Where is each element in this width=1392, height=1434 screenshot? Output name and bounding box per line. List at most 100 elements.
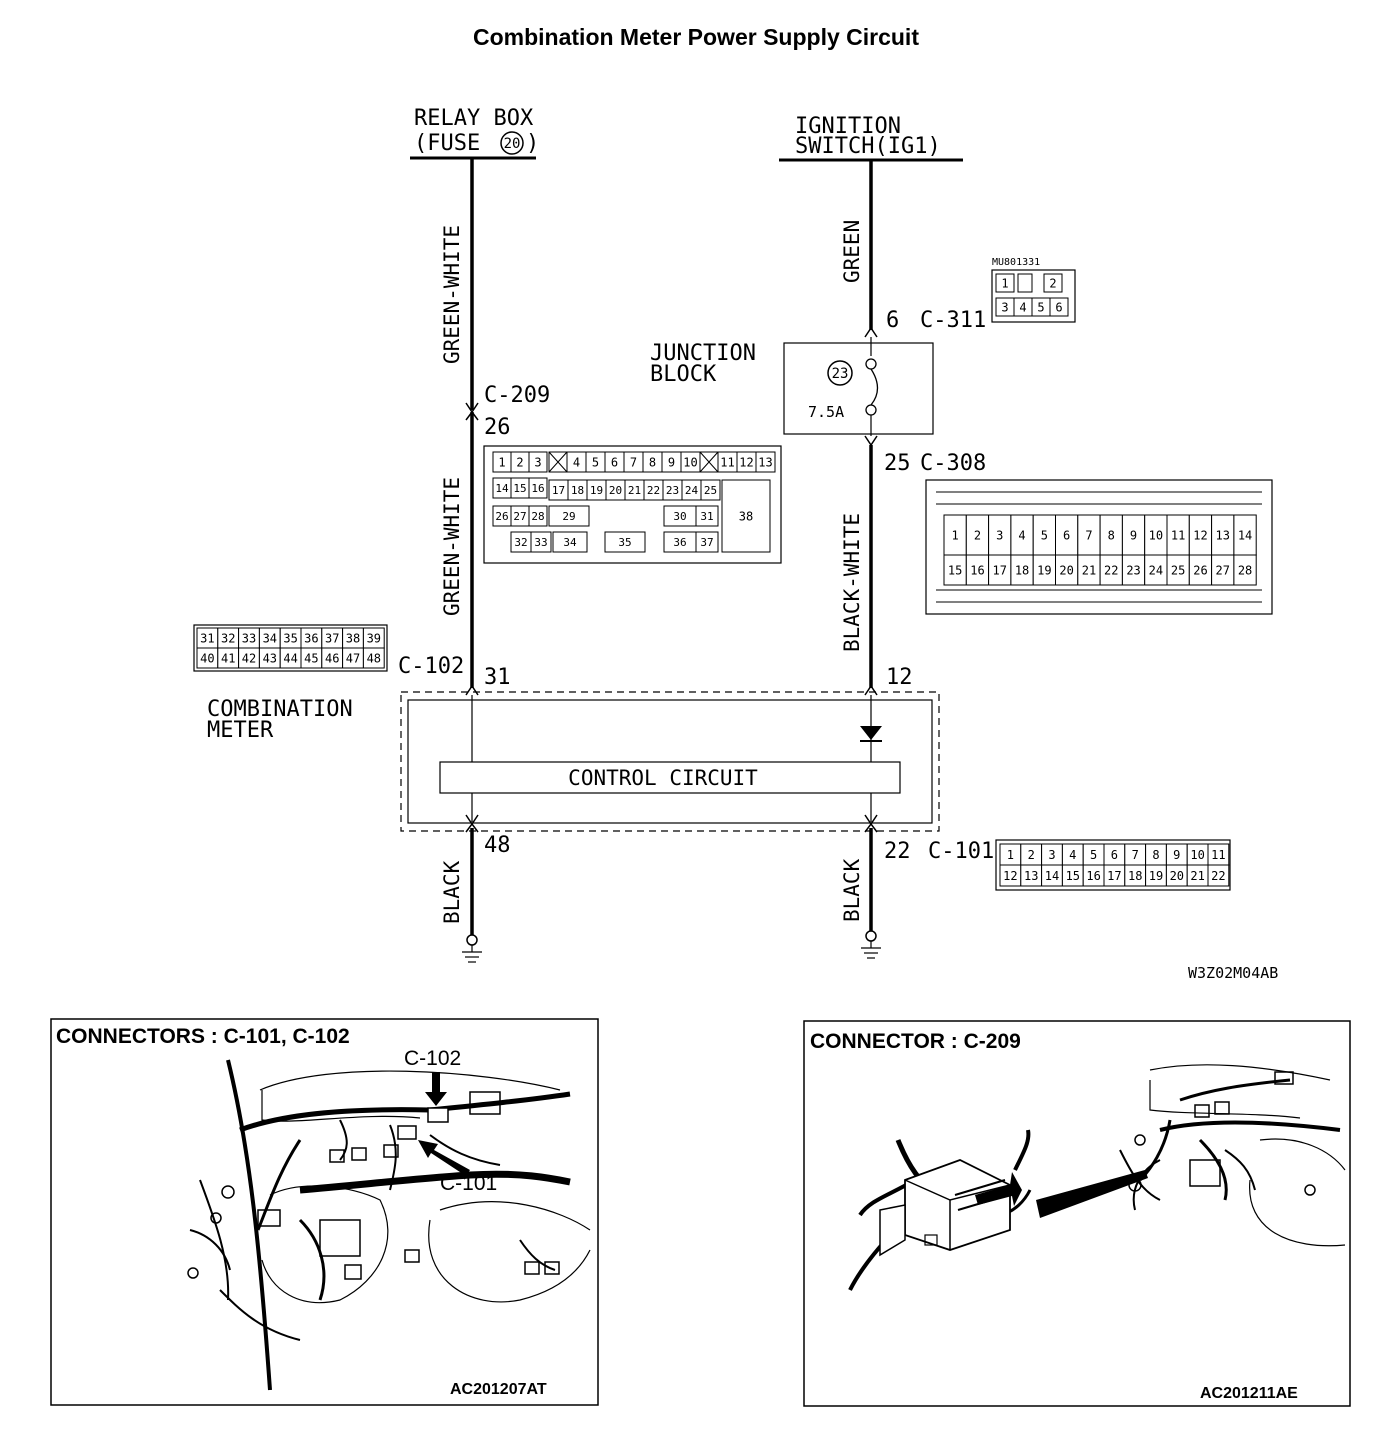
c209-pin-31-label: 31 bbox=[700, 510, 713, 523]
c209-pin-34-cell bbox=[552, 531, 588, 553]
c209-pin-7-label: 7 bbox=[630, 455, 637, 469]
c102-pointer-arrow-icon bbox=[425, 1072, 447, 1106]
right-ground-icon bbox=[861, 941, 881, 959]
c209-name-label: C-209 bbox=[484, 383, 550, 408]
junction-block-line1: JUNCTION bbox=[650, 341, 756, 366]
ignition-line1: IGNITION bbox=[795, 114, 901, 139]
c101-pin-22-cell bbox=[1207, 864, 1230, 887]
c308-pin-28-cell bbox=[1233, 554, 1257, 586]
c209-pin-29-cell bbox=[548, 505, 590, 527]
c308-pin-12-label: 12 bbox=[1193, 528, 1207, 542]
c308-pin-28-label: 28 bbox=[1238, 563, 1252, 577]
c101-outline bbox=[995, 839, 1231, 891]
wire-color-right-middle: BLACK-WHITE bbox=[840, 513, 864, 652]
c209-pin-38-label: 38 bbox=[739, 509, 753, 523]
relay-box-line2-prefix: (FUSE bbox=[414, 131, 480, 156]
c209-pin-34-label: 34 bbox=[563, 536, 577, 549]
c311-pin-label: 6 bbox=[886, 308, 899, 333]
c102-pin-38-label: 38 bbox=[346, 631, 360, 645]
c101-pin-17-label: 17 bbox=[1107, 869, 1121, 883]
c311-lock-tab-icon bbox=[1017, 273, 1033, 293]
c209-pin-28-cell bbox=[528, 505, 548, 527]
c101-pin-4-label: 4 bbox=[1069, 848, 1076, 862]
connector-c209-panel: CONNECTOR : C-209 bbox=[803, 1020, 1351, 1407]
c308-pin-17-label: 17 bbox=[993, 563, 1007, 577]
c308-outline bbox=[925, 479, 1273, 615]
c209-pin-33-cell bbox=[530, 531, 552, 553]
c102-pin-36-label: 36 bbox=[304, 631, 318, 645]
c101-pin-16-label: 16 bbox=[1086, 869, 1100, 883]
control-circuit-box bbox=[439, 761, 901, 794]
ignition-switch-label: IGNITION SWITCH(IG1) bbox=[779, 114, 963, 162]
c101-pin48-label: 48 bbox=[484, 833, 511, 858]
wire-color-right-upper: GREEN bbox=[840, 220, 864, 283]
page-title: Combination Meter Power Supply Circuit bbox=[473, 24, 919, 50]
c308-arrow-icon bbox=[864, 435, 878, 447]
c101-pin-13-label: 13 bbox=[1024, 869, 1038, 883]
c308-pin-23-label: 23 bbox=[1126, 563, 1140, 577]
left-ground-terminal-icon bbox=[466, 934, 478, 946]
left-circuit bbox=[462, 158, 482, 963]
junction-block-line2: BLOCK bbox=[650, 362, 717, 387]
c209-pin-29-label: 29 bbox=[562, 510, 575, 523]
c308-pin-20-label: 20 bbox=[1059, 563, 1073, 577]
c209-pin-21-label: 21 bbox=[628, 484, 641, 497]
c209-pointer-arrow-icon bbox=[975, 1172, 1022, 1206]
c101-pin-10-label: 10 bbox=[1190, 848, 1204, 862]
c101-pin-19-label: 19 bbox=[1149, 869, 1163, 883]
c308-pin-18-label: 18 bbox=[1015, 563, 1029, 577]
c102-pin-34-label: 34 bbox=[263, 631, 277, 645]
c311-pin-1-label: 1 bbox=[1001, 276, 1008, 290]
relay-box-label: RELAY BOX (FUSE 20 ) bbox=[410, 106, 539, 160]
fuse-element-icon bbox=[870, 368, 879, 406]
c101-pin-7-label: 7 bbox=[1132, 848, 1139, 862]
zoom-wedge-icon bbox=[1036, 1170, 1148, 1218]
c209-pin-blank-a-blank-pin-icon bbox=[548, 451, 568, 473]
c209-pin-26-label: 26 bbox=[495, 510, 508, 523]
c209-pin-32-label: 32 bbox=[514, 536, 527, 549]
c102-pin-33-label: 33 bbox=[242, 631, 256, 645]
c101-pin-15-label: 15 bbox=[1066, 869, 1080, 883]
c101-pin-3-label: 3 bbox=[1048, 848, 1055, 862]
c101-pin22-arrow-out-icon bbox=[864, 822, 878, 833]
c102-pin-45-label: 45 bbox=[304, 651, 318, 665]
c102-pin-43-label: 43 bbox=[263, 651, 277, 665]
wire-color-right-lower: BLACK bbox=[840, 858, 864, 922]
c102-pin-37-label: 37 bbox=[325, 631, 339, 645]
left-panel-c101-label: C-101 bbox=[440, 1172, 497, 1195]
c209-pin-36-label: 36 bbox=[673, 536, 686, 549]
c308-pin-2-label: 2 bbox=[974, 528, 981, 542]
c311-pin-6-cell bbox=[1049, 297, 1069, 317]
c209-pin-label: 26 bbox=[484, 415, 511, 440]
c308-pin-25-label: 25 bbox=[1171, 563, 1185, 577]
c101-pin-21-label: 21 bbox=[1190, 869, 1204, 883]
c209-pin-6-label: 6 bbox=[611, 455, 618, 469]
c102-connector-icon bbox=[427, 1107, 449, 1123]
combination-meter: COMBINATION METER CONTROL CIRCUIT bbox=[207, 691, 940, 832]
meter-pin12-label: 12 bbox=[886, 665, 913, 690]
c311-pin-4-label: 4 bbox=[1019, 300, 1026, 314]
left-panel-frame bbox=[50, 1018, 599, 1406]
c102-pin-40-label: 40 bbox=[200, 651, 214, 665]
c209-pin-8-label: 8 bbox=[649, 455, 656, 469]
c101-pin-12-label: 12 bbox=[1003, 869, 1017, 883]
c308-pin-8-label: 8 bbox=[1108, 528, 1115, 542]
c209-outline bbox=[483, 445, 782, 564]
c308-pin-27-label: 27 bbox=[1216, 563, 1230, 577]
combination-meter-inner-box bbox=[407, 699, 933, 824]
right-panel-code: AC201211AE bbox=[1200, 1385, 1298, 1402]
relay-box-fuse-number: 20 bbox=[504, 136, 521, 152]
c101-connector-icon bbox=[397, 1125, 417, 1140]
right-panel-title: CONNECTOR : C-209 bbox=[810, 1030, 1021, 1053]
c209-pin-33-label: 33 bbox=[534, 536, 547, 549]
c209-pin-37-label: 37 bbox=[700, 536, 713, 549]
wire-color-left-lower: BLACK bbox=[440, 860, 464, 924]
c308-pin-3-label: 3 bbox=[996, 528, 1003, 542]
c102-arrow-icon bbox=[465, 684, 479, 696]
c308-pin-9-label: 9 bbox=[1130, 528, 1137, 542]
left-panel-c102-label: C-102 bbox=[404, 1047, 461, 1070]
